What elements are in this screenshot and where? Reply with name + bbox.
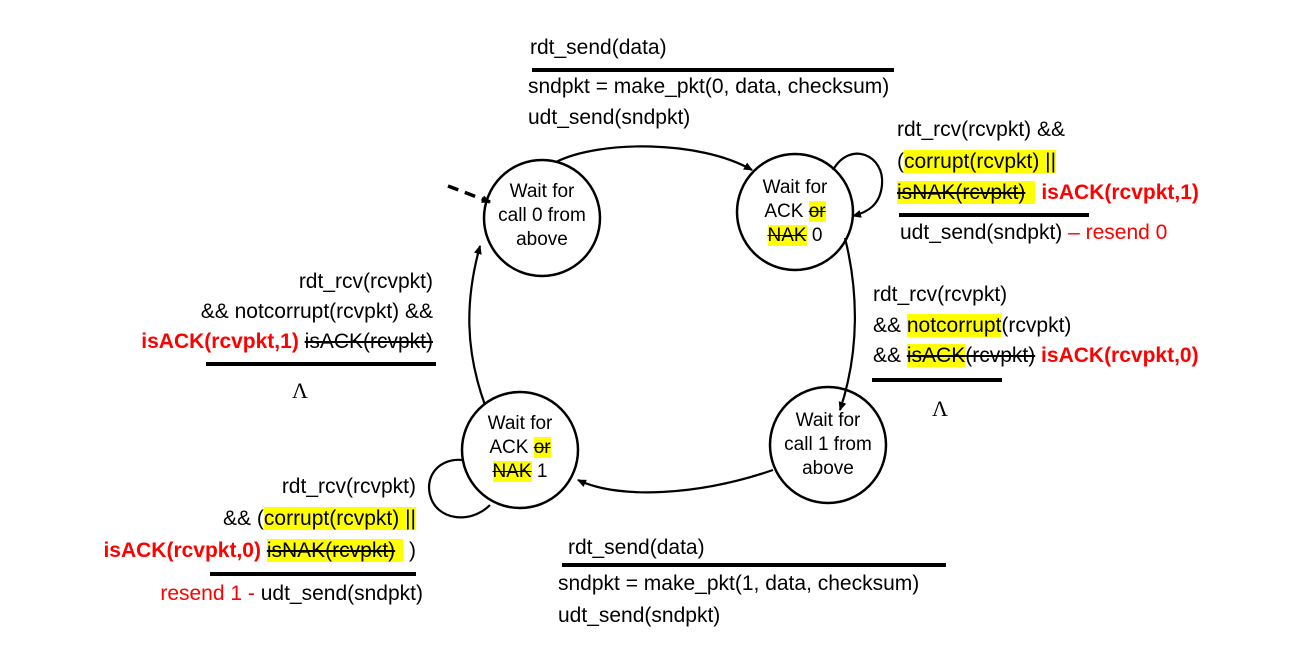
transition-arrow-send0 (555, 145, 753, 171)
ack0-ok-event-line2: && notcorrupt(rcvpkt) (873, 312, 1071, 340)
state-label-line: Wait for (795, 410, 861, 431)
transition-arrow-ack1-ok (468, 245, 487, 406)
struck-text: NAK (767, 225, 807, 246)
struck-text: or (533, 437, 551, 458)
state-label-part: ACK (764, 201, 809, 222)
state-label-line: call 0 from (498, 205, 586, 226)
loop-ack1-event-line1: rdt_rcv(rcvpkt) (281, 475, 416, 498)
state-label-line: Wait for (509, 181, 575, 202)
loop-ack0-event-line2: (corrupt(rcvpkt) || (897, 148, 1057, 176)
text-part: ) (403, 539, 416, 562)
state-label-line: call 1 from (784, 434, 872, 455)
highlighted-text: corrupt(rcvpkt) || (904, 150, 1057, 173)
loop-ack1-event-line3: isACK(rcvpkt,0) isNAK(rcvpkt) ) (103, 537, 416, 565)
transition-arrow-send1 (577, 468, 774, 494)
struck-text: isNAK(rcvpkt) (266, 539, 404, 562)
ack1-ok-separator (206, 362, 436, 366)
struck-text: NAK (492, 461, 532, 482)
ack1-ok-event-line2: && notcorrupt(rcvpkt) && (200, 300, 433, 323)
struck-text: isACK(rcvpkt) (304, 330, 433, 353)
initial-state-arrow (447, 184, 491, 204)
state-wait-ack-0: Wait for ACK or NAK 0 (737, 176, 853, 248)
text-part: && (873, 314, 907, 337)
state-label-line: above (802, 458, 854, 479)
transition-arrow-loop-ack0 (832, 152, 884, 218)
state-label-line: Wait for (487, 413, 553, 434)
added-text: isACK(rcvpkt,1) (1041, 181, 1199, 204)
send1-separator (562, 563, 946, 567)
ack0-ok-event-line3: && isACK(rcvpkt) isACK(rcvpkt,0) (873, 342, 1199, 370)
added-text: isACK(rcvpkt,1) (141, 330, 299, 353)
send0-event: rdt_send(data) (530, 36, 667, 59)
loop-ack0-action: udt_send(sndpkt) – resend 0 (900, 219, 1167, 247)
state-label-part: 0 (806, 225, 823, 246)
state-label-part: ACK (489, 437, 534, 458)
loop-ack0-event-line3: isNAK(rcvpkt)isACK(rcvpkt,1) (897, 179, 1199, 207)
struck-text: (rcvpkt) (965, 344, 1036, 367)
highlighted-text: corrupt(rcvpkt) || (263, 507, 416, 530)
ack1-ok-event-line1: rdt_rcv(rcvpkt) (298, 270, 433, 293)
send1-action: sndpkt = make_pkt(1, data, checksum) (558, 572, 920, 595)
added-text: isACK(rcvpkt,0) (103, 539, 261, 562)
ack0-ok-event-line1: rdt_rcv(rcvpkt) (873, 283, 1008, 306)
struck-text: isNAK(rcvpkt) (897, 181, 1036, 204)
text-part: (rcvpkt) (1001, 314, 1072, 337)
transition-arrow-loop-ack1 (427, 458, 491, 519)
state-circle-wait-ack-1 (460, 390, 580, 510)
loop-ack0-separator (899, 213, 1089, 217)
state-circle-wait-call-0 (482, 158, 602, 278)
state-wait-ack-1: Wait for ACK or NAK 1 (462, 412, 578, 484)
state-wait-call-1: Wait for call 1 from above (770, 409, 886, 481)
text-part: ( (897, 150, 904, 173)
loop-ack1-separator (210, 572, 416, 576)
send0-action: sndpkt = make_pkt(0, data, checksum) (528, 75, 890, 98)
transition-arrow-ack0-ok (838, 237, 856, 411)
loop-ack1-event-line2: && (corrupt(rcvpkt) || (223, 505, 416, 533)
send1-event: rdt_send(data) (568, 536, 705, 559)
added-text: isACK(rcvpkt,0) (1035, 344, 1199, 367)
state-label-line: above (516, 229, 568, 250)
ack0-ok-separator (872, 378, 1002, 382)
state-wait-call-0: Wait for call 0 from above (484, 180, 600, 252)
struck-text: or (808, 201, 826, 222)
state-label-line: Wait for (762, 177, 828, 198)
action-text: udt_send(sndpkt) (260, 582, 423, 605)
text-part: && (873, 344, 907, 367)
loop-ack1-action: resend 1 - udt_send(sndpkt) (160, 580, 423, 608)
annotation-text: resend 1 - (160, 582, 261, 605)
loop-ack0-event-line1: rdt_rcv(rcvpkt) && (897, 118, 1066, 141)
state-label-part: 1 (531, 461, 548, 482)
ack0-ok-action-lambda: Λ (932, 396, 948, 421)
send0-separator (532, 68, 894, 72)
state-circle-wait-call-1 (768, 385, 888, 505)
annotation-text: – resend 0 (1062, 221, 1168, 244)
highlighted-text: notcorrupt (906, 314, 1002, 337)
ack1-ok-event-line3: isACK(rcvpkt,1) isACK(rcvpkt) (141, 328, 433, 356)
send1-action: udt_send(sndpkt) (558, 604, 721, 627)
text-part: && ( (223, 507, 264, 530)
send0-action: udt_send(sndpkt) (528, 106, 691, 129)
ack1-ok-action-lambda: Λ (292, 378, 308, 403)
struck-text: isACK (906, 344, 966, 367)
action-text: udt_send(sndpkt) (900, 221, 1063, 244)
